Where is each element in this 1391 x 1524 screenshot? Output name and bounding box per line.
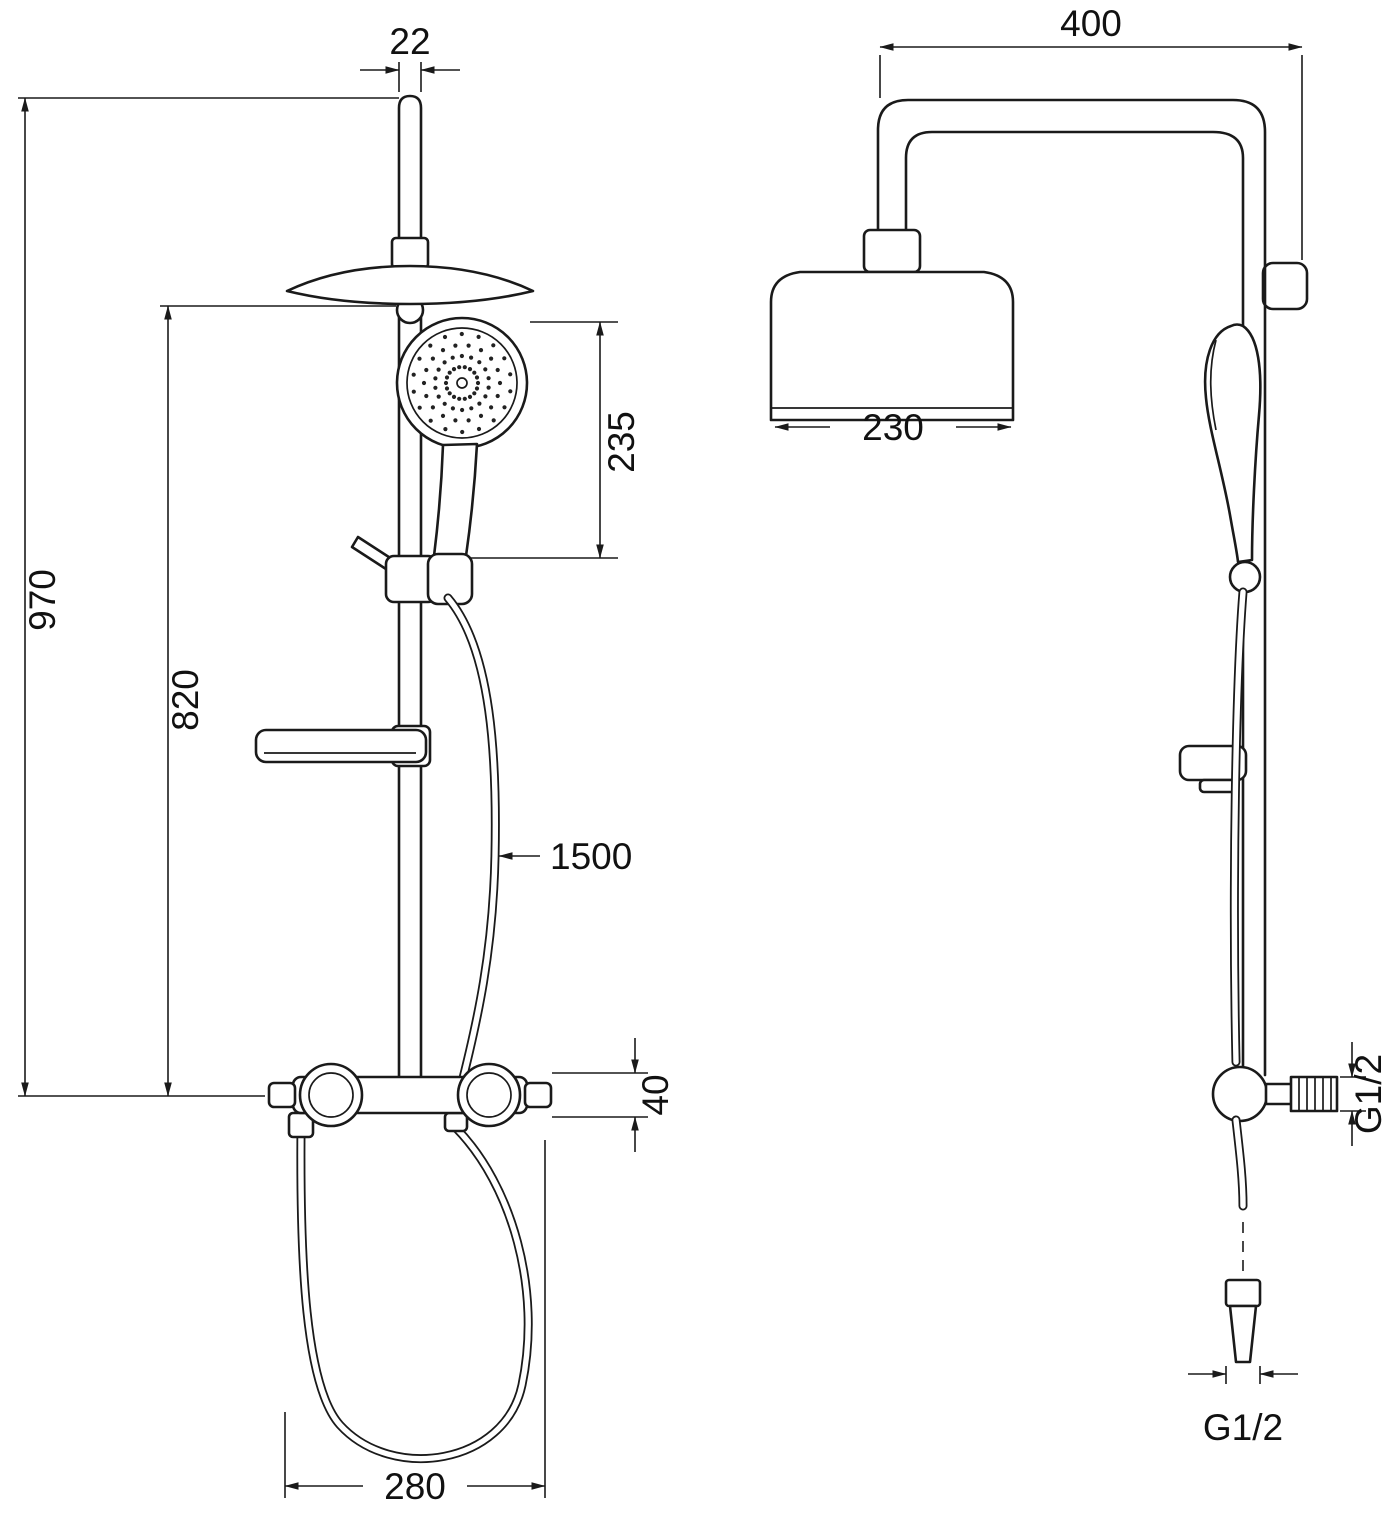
rain-shower-head-side — [769, 270, 1015, 422]
dim-mixer-body-label: 40 — [635, 1074, 676, 1115]
rain-shower-head-front — [285, 264, 535, 306]
hose-end-ferrule — [1228, 1304, 1258, 1364]
front-view — [254, 94, 553, 1464]
dim-22-extensions — [398, 62, 422, 92]
slider-holder-side-tab — [1198, 778, 1238, 794]
dim-40-extensions — [552, 1072, 648, 1118]
dim-wall-thread-label: G1/2 — [1348, 1054, 1389, 1134]
wall-bracket — [1261, 261, 1309, 311]
head-connector — [862, 228, 922, 274]
mixer-hose-outlet-right — [443, 1111, 469, 1133]
soap-shelf — [254, 728, 428, 764]
dim-280-extensions — [284, 1140, 546, 1498]
shower-arm-inner — [904, 130, 1245, 1077]
mixer-end-cap-right — [523, 1081, 553, 1109]
dimension-annotations: 22 970 820 235 1500 40 280 400 230 — [18, 3, 1389, 1507]
thread-hatching — [1298, 1077, 1332, 1111]
dim-g12-bottom-extensions — [1225, 1366, 1261, 1384]
inlet-valve — [1211, 1065, 1269, 1123]
shower-arm-outer — [876, 98, 1267, 1077]
head-mount-collar — [390, 236, 430, 270]
mixer-end-cap-left — [267, 1081, 297, 1109]
hose-end-nut — [1224, 1278, 1262, 1308]
hand-shower-face — [395, 316, 529, 450]
dim-mixer-span-label: 280 — [384, 1466, 446, 1507]
dim-head-diameter-label: 230 — [862, 407, 924, 448]
hose-tail-core — [1233, 1117, 1246, 1209]
spray-face-dots — [411, 331, 513, 435]
shower-hose-loop-core — [298, 1125, 531, 1462]
dim-hand-shower-label: 235 — [601, 411, 642, 473]
hand-shower-side — [1203, 323, 1262, 564]
riser-pipe — [397, 94, 423, 1080]
dim-400-extensions — [879, 55, 1303, 260]
mixer-knob-right-grip — [466, 1072, 512, 1118]
hand-shower-side-face-line — [1209, 339, 1217, 431]
shower-hose-side-core — [1231, 589, 1246, 1065]
shower-hose-upper — [443, 593, 500, 1095]
side-view — [769, 98, 1339, 1364]
inlet-valve-neck — [1264, 1082, 1294, 1106]
dim-970-extensions — [18, 97, 399, 1097]
dim-pipe-diameter-label: 22 — [389, 21, 430, 62]
dim-hose-thread-label: G1/2 — [1203, 1407, 1283, 1448]
hand-shower-swivel-nut — [1228, 560, 1262, 594]
dim-total-height-label: 970 — [22, 569, 63, 631]
wall-thread-nipple — [1289, 1075, 1339, 1113]
hand-shower-face-rim — [406, 327, 518, 439]
spray-face-center — [456, 377, 468, 389]
shower-hose-upper-core — [445, 595, 499, 1093]
dim-hose-length-label: 1500 — [550, 836, 632, 877]
hand-shower-handle — [432, 442, 479, 558]
dim-arm-reach-label: 400 — [1060, 3, 1122, 44]
mixer-knob-left-grip — [308, 1072, 354, 1118]
dim-rail-height-label: 820 — [165, 669, 206, 731]
